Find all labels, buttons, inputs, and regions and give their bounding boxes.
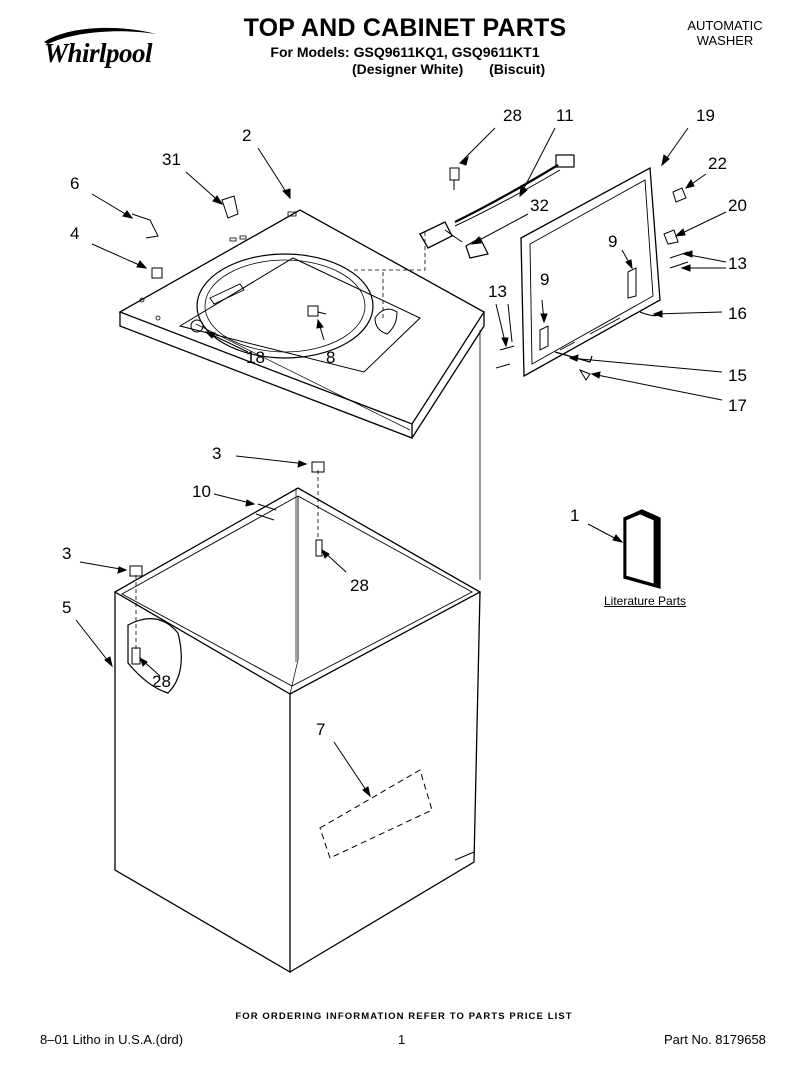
callout-18: 18 — [246, 348, 265, 367]
callout-32: 32 — [530, 196, 549, 215]
callout-3-lower: 3 — [62, 544, 72, 563]
washer-top-panel — [118, 209, 485, 439]
wire-harness — [419, 154, 575, 259]
color-biscuit: (Biscuit) — [489, 61, 546, 77]
appliance-line-1: AUTOMATIC — [687, 18, 763, 33]
callout-28-screw-top: 28 — [503, 106, 522, 125]
part-number: Part No. 8179658 — [664, 1032, 766, 1047]
callout-17: 17 — [728, 396, 747, 415]
callout-28-side: 28 — [152, 672, 171, 691]
color-designer-white: (Designer White) — [352, 61, 464, 77]
brand-name: Whirlpool — [44, 38, 153, 68]
litho-info: 8–01 Litho in U.S.A.(drd) — [40, 1032, 184, 1047]
color-line: (Designer White) (Biscuit) — [330, 61, 570, 77]
callout-9-upper: 9 — [608, 232, 618, 251]
callout-5-cabinet: 5 — [62, 598, 72, 617]
tub-guide-line — [195, 323, 411, 431]
console-frame — [520, 166, 661, 378]
callout-28-cabinet: 28 — [350, 576, 369, 595]
callout-7: 7 — [316, 720, 326, 739]
callout-1-literature: 1 — [570, 506, 580, 525]
leader-arrows — [75, 127, 727, 798]
callout-11-wire-harness: 11 — [556, 106, 574, 125]
alignment-lines — [135, 230, 426, 650]
appliance-line-2: WASHER — [696, 33, 754, 48]
appliance-type: AUTOMATIC WASHER — [670, 18, 780, 48]
callout-2-top-panel: 2 — [242, 126, 252, 145]
callout-19-console: 19 — [696, 106, 715, 125]
callout-31: 31 — [162, 150, 181, 169]
pin-part — [554, 351, 593, 363]
page-number: 1 — [398, 1032, 406, 1047]
callout-8: 8 — [326, 348, 336, 367]
small-fasteners — [129, 167, 689, 665]
literature-parts-label: Literature Parts — [604, 594, 687, 608]
callout-15: 15 — [728, 366, 747, 385]
page-title: TOP AND CABINET PARTS — [243, 14, 567, 42]
callout-10: 10 — [192, 482, 211, 501]
models-line: For Models: GSQ9611KQ1, GSQ9611KT1 — [270, 44, 540, 60]
callout-16: 16 — [728, 304, 747, 323]
literature-booklet — [623, 509, 661, 589]
callout-13-left: 13 — [488, 282, 507, 301]
callout-9-lower: 9 — [540, 270, 550, 289]
whirlpool-logo: Whirlpool — [38, 24, 168, 74]
callout-20: 20 — [728, 196, 747, 215]
callout-13-right: 13 — [728, 254, 747, 273]
callout-6: 6 — [70, 174, 80, 193]
callout-22: 22 — [708, 154, 727, 173]
callout-3-upper: 3 — [212, 444, 222, 463]
washer-cabinet — [113, 487, 482, 974]
logo-swoosh-icon — [44, 27, 156, 44]
ordering-info: FOR ORDERING INFORMATION REFER TO PARTS … — [235, 1011, 573, 1022]
callout-4: 4 — [70, 224, 80, 243]
